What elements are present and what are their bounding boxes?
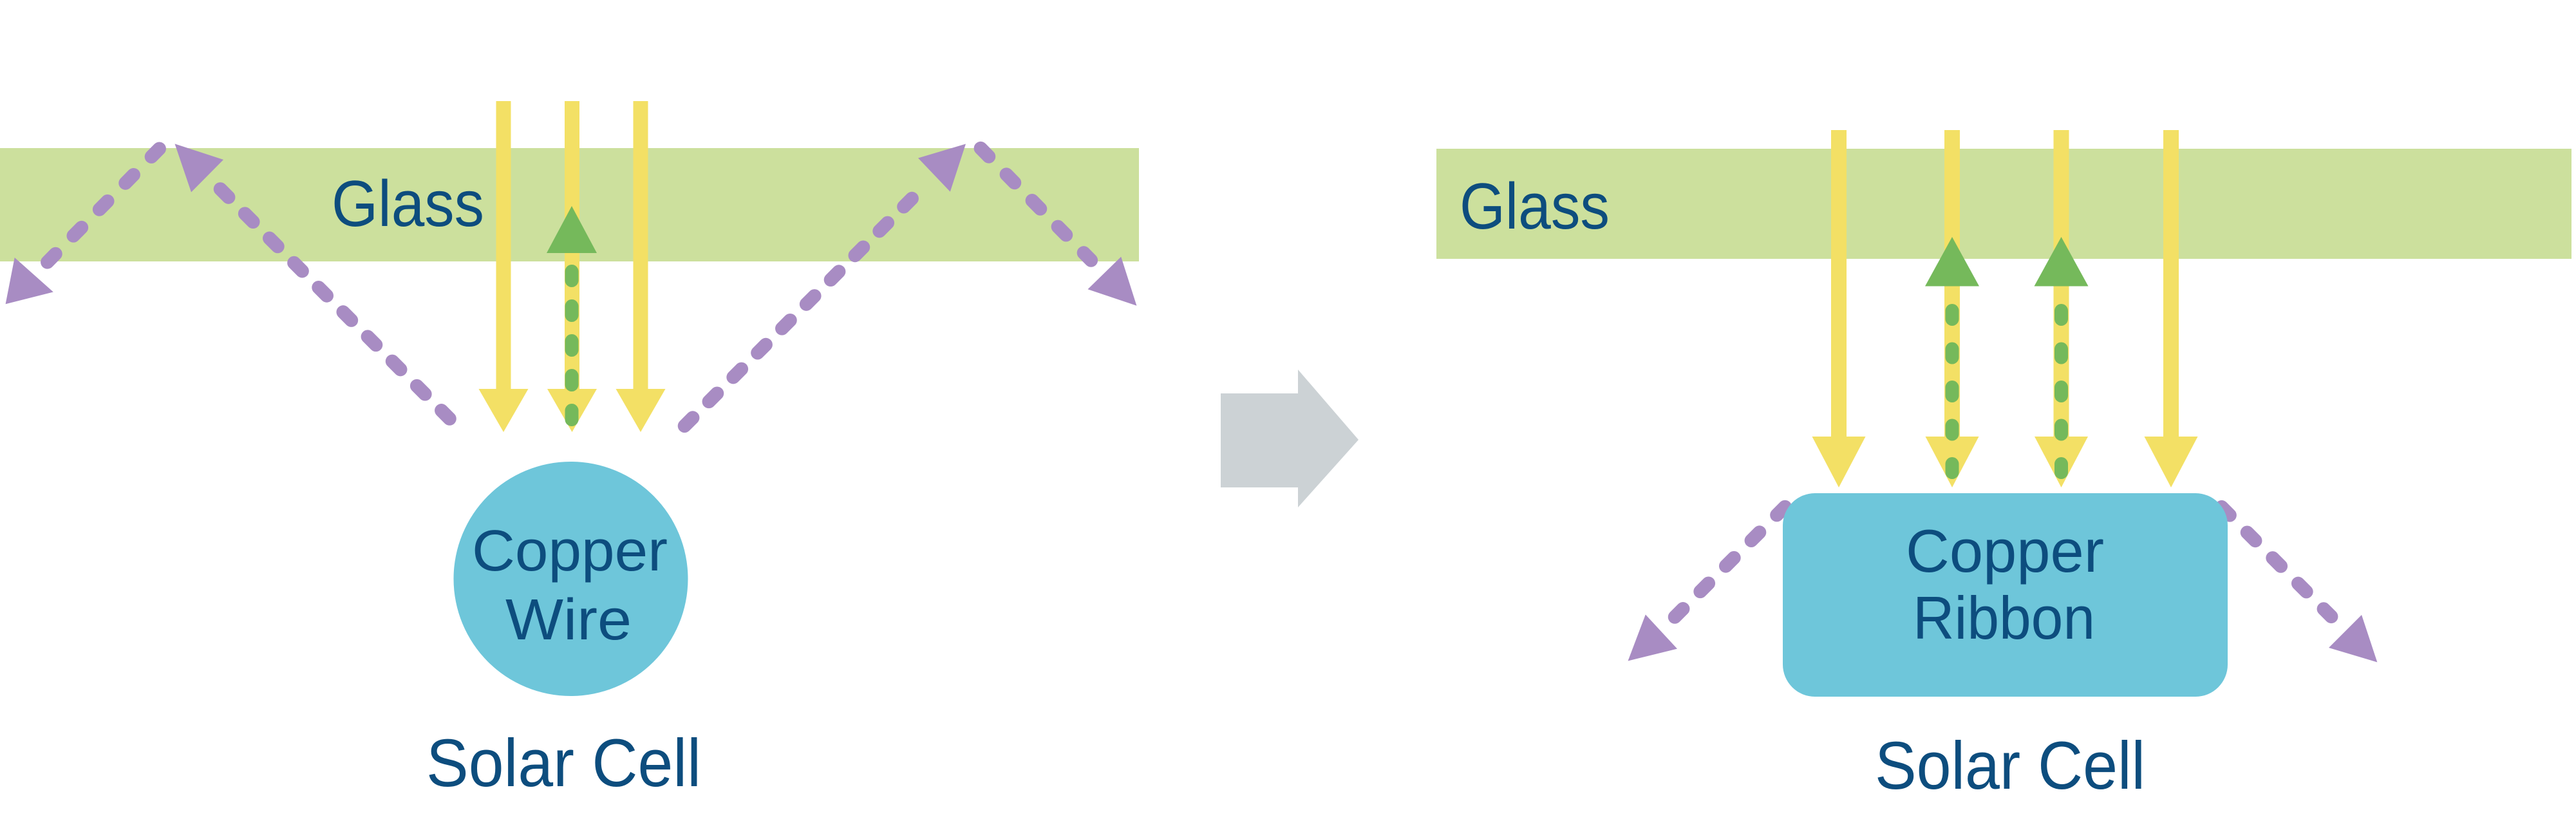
svg-text:Glass: Glass xyxy=(1460,171,1610,243)
svg-text:Copper: Copper xyxy=(1906,517,2104,585)
svg-text:Glass: Glass xyxy=(332,168,484,240)
svg-text:Ribbon: Ribbon xyxy=(1913,584,2095,652)
svg-text:Copper: Copper xyxy=(472,519,668,583)
svg-text:Solar Cell: Solar Cell xyxy=(1875,728,2145,804)
svg-text:Solar Cell: Solar Cell xyxy=(426,726,701,801)
svg-text:Wire: Wire xyxy=(505,588,632,652)
